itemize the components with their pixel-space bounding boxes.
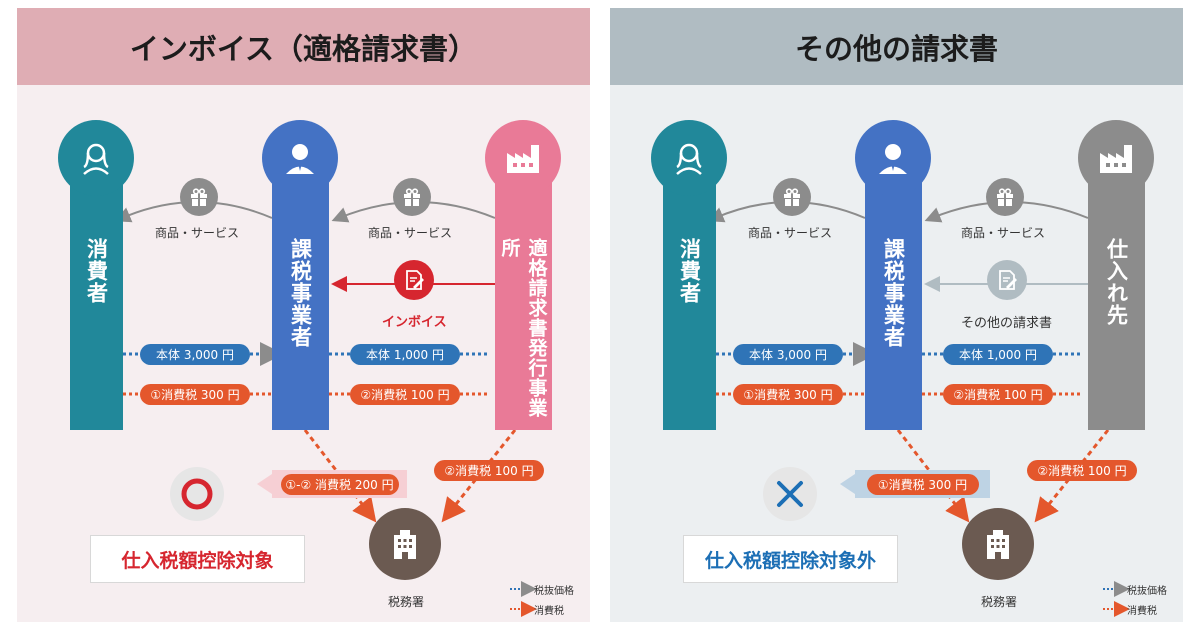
other-invoice-panel: その他の請求書 消費者 課税事業者 仕入れ先 [610,8,1183,622]
person-male-icon [855,120,931,196]
person-male-icon [262,120,338,196]
building-icon [369,508,441,580]
panel-title: その他の請求書 [610,8,1183,85]
tax-pill: ①消費税 300 円 [733,384,843,405]
consumer-label: 消費者 [84,238,109,304]
goods-label: 商品・サービス [155,226,240,240]
panel-title: インボイス（適格請求書） [17,8,590,85]
goods-label: 商品・サービス [961,226,1046,240]
tax-pill: ②消費税 100 円 [350,384,460,405]
invoice-label: インボイス [382,315,447,330]
business-bar: 課税事業者 [865,158,922,430]
supplier-tax-pill: ②消費税 100 円 [1027,460,1137,481]
gift-icon [180,178,218,216]
business-label: 課税事業者 [288,238,313,348]
tax-office-label: 税務署 [388,595,425,609]
base-price-pill: 本体 1,000 円 [943,344,1053,365]
issuer-bar: 適格請求書発行事業所 [495,158,552,430]
factory-icon [1078,120,1154,196]
gift-icon [986,178,1024,216]
issuer-label: 適格請求書発行事業所 [498,238,548,418]
legend-tax: 消費税 [534,606,564,617]
deduction-callout: ①消費税 300 円 [855,470,990,498]
supplier-label: 仕入れ先 [1104,238,1129,326]
status-box: 仕入税額控除対象 [90,535,305,583]
goods-label: 商品・サービス [368,226,453,240]
invoice-panel: インボイス（適格請求書） 消費者 課税事業者 [17,8,590,622]
tax-office-label: 税務署 [981,595,1018,609]
legend-base: 税抜価格 [534,586,574,597]
business-label: 課税事業者 [881,238,906,348]
factory-icon [485,120,561,196]
consumer-label: 消費者 [677,238,702,304]
cross-icon [763,467,817,521]
issuer-tax-pill: ②消費税 100 円 [434,460,544,481]
legend-base: 税抜価格 [1127,586,1167,597]
person-female-icon [58,120,134,196]
building-icon [962,508,1034,580]
person-female-icon [651,120,727,196]
document-pen-icon [394,260,434,300]
consumer-bar: 消費者 [663,158,716,430]
tax-pill: ①消費税 300 円 [140,384,250,405]
deduction-tax-pill: ①消費税 300 円 [866,473,979,495]
legend-tax: 消費税 [1127,606,1157,617]
base-price-pill: 本体 3,000 円 [733,344,843,365]
base-price-pill: 本体 1,000 円 [350,344,460,365]
business-bar: 課税事業者 [272,158,329,430]
deduction-callout: ①-② 消費税 200 円 [272,470,407,498]
goods-label: 商品・サービス [748,226,833,240]
status-box: 仕入税額控除対象外 [683,535,898,583]
base-price-pill: 本体 3,000 円 [140,344,250,365]
tax-pill: ②消費税 100 円 [943,384,1053,405]
supplier-bar: 仕入れ先 [1088,158,1145,430]
gift-icon [773,178,811,216]
gift-icon [393,178,431,216]
invoice-label: その他の請求書 [961,316,1053,331]
check-circle-icon [170,467,224,521]
document-pen-icon [987,260,1027,300]
deduction-tax-pill: ①-② 消費税 200 円 [280,473,399,495]
consumer-bar: 消費者 [70,158,123,430]
